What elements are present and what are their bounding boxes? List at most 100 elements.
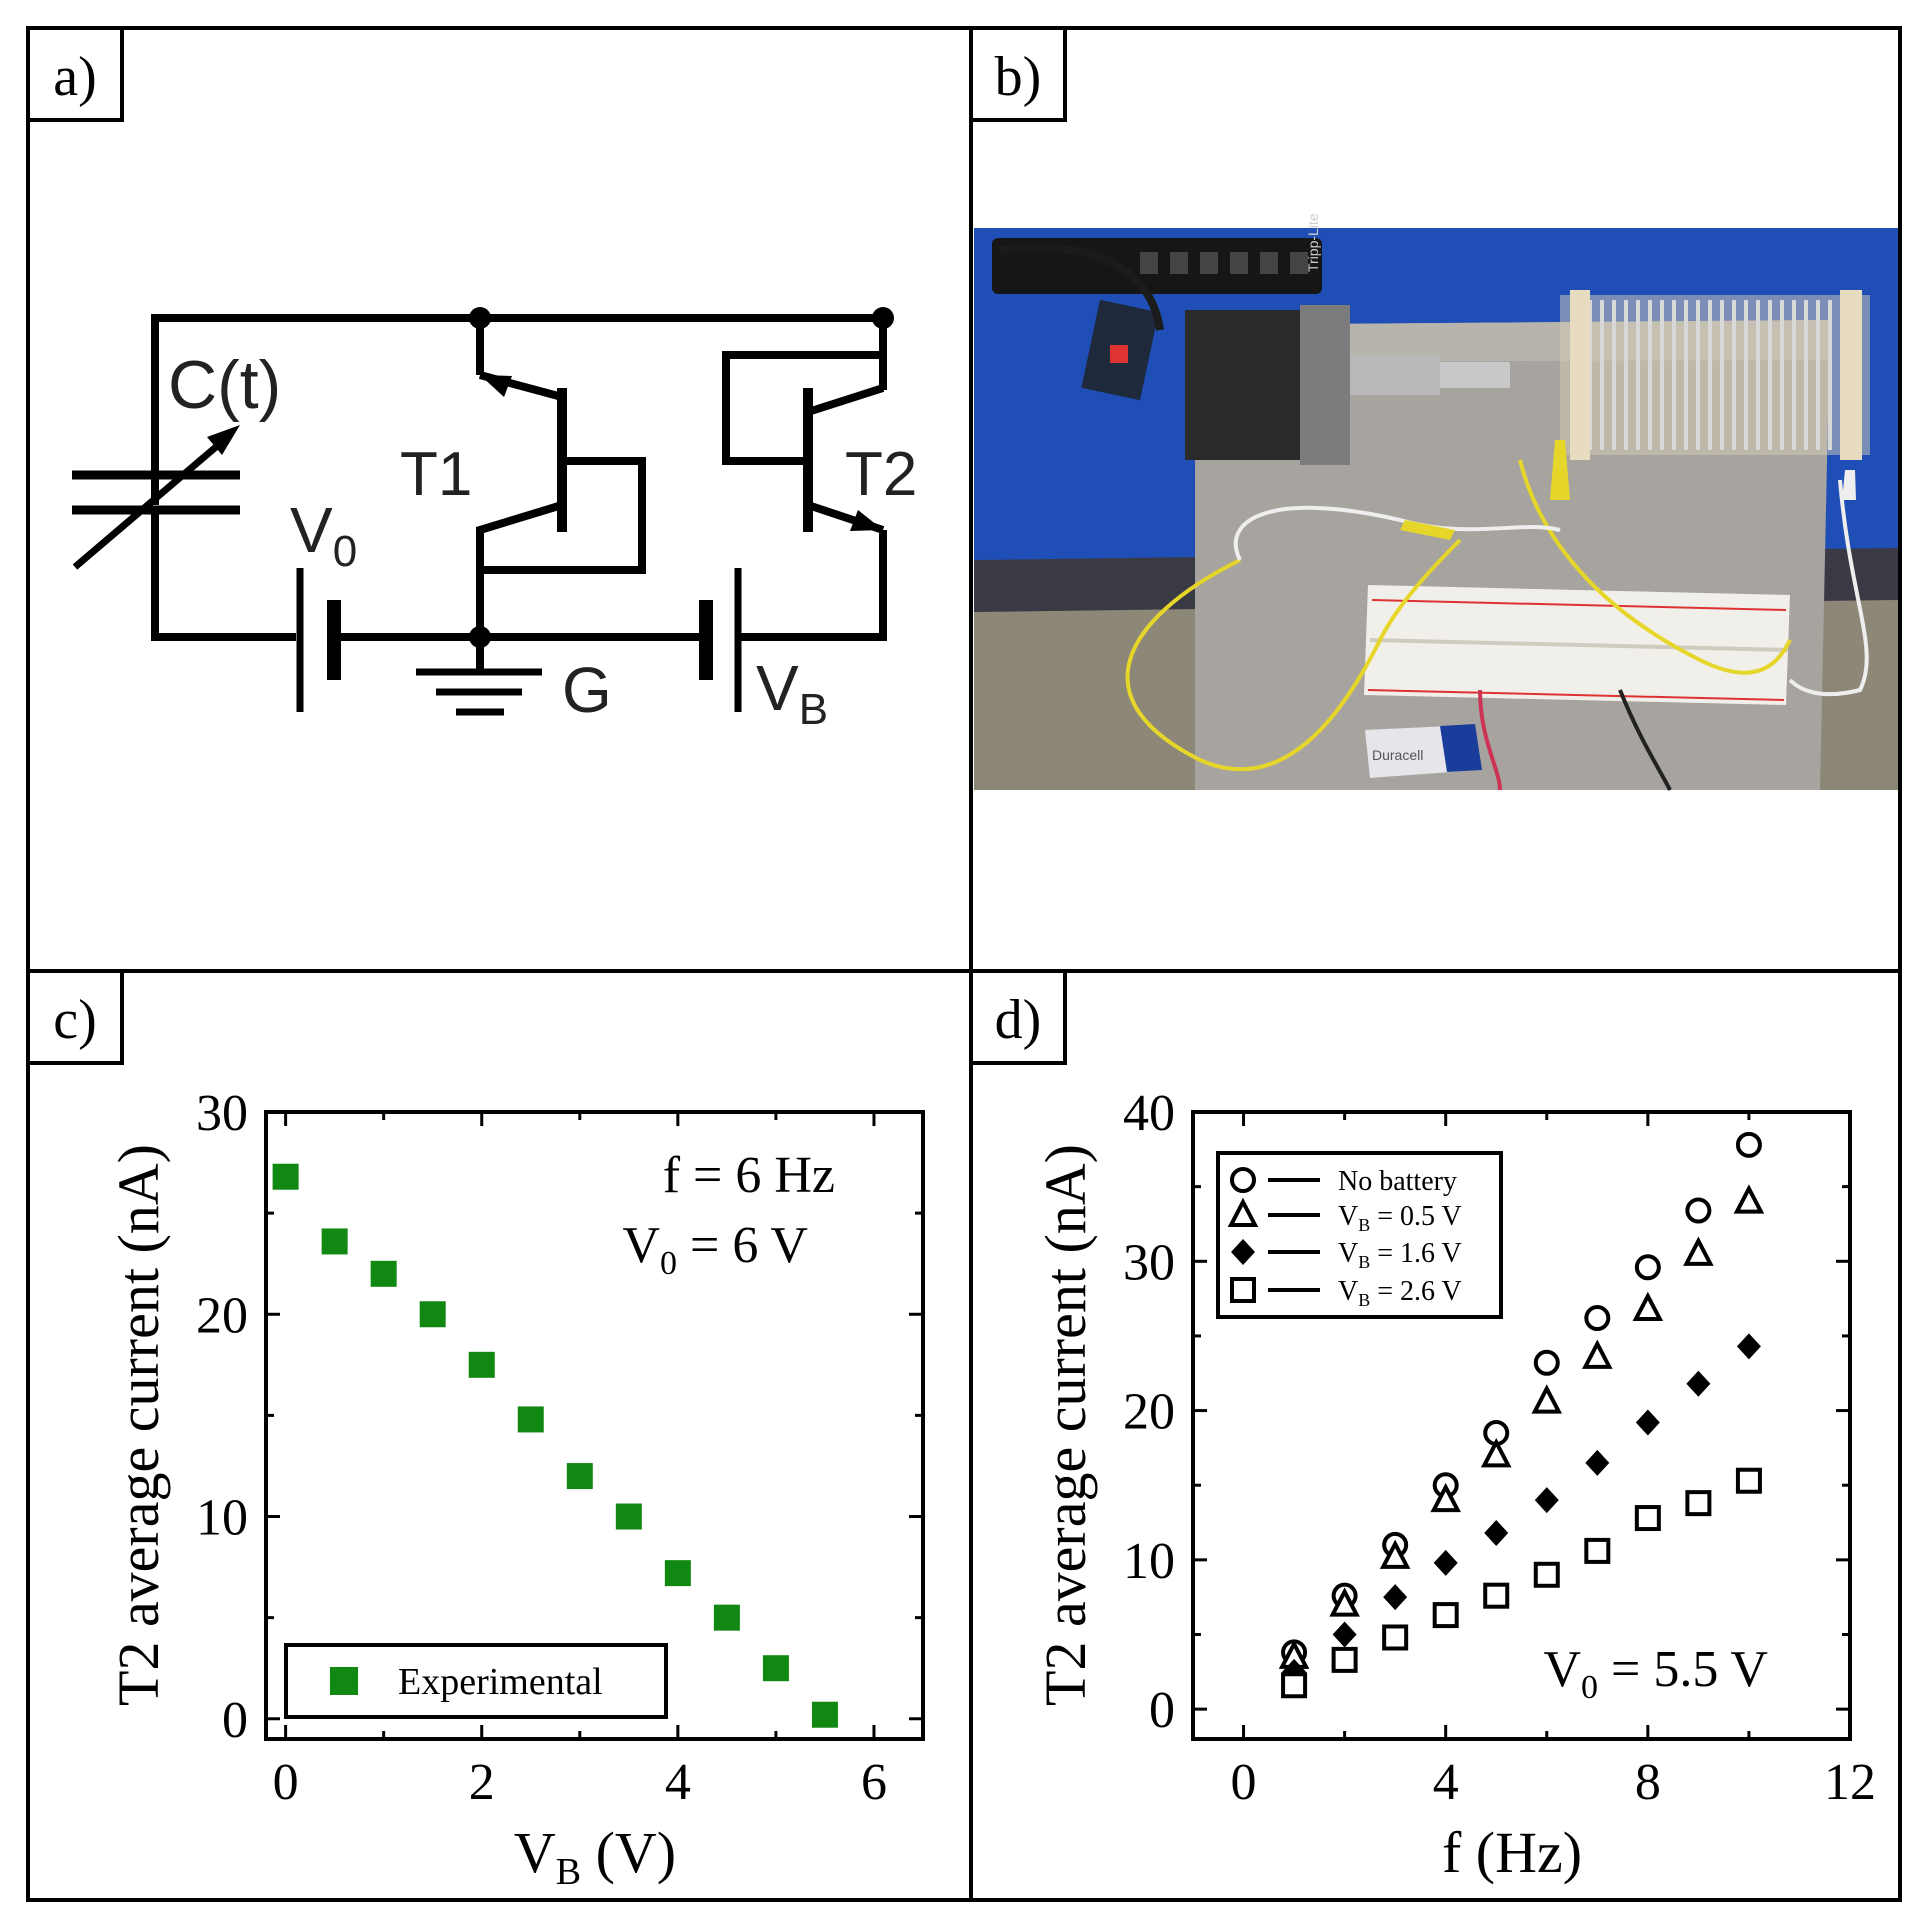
- series-3: [1281, 1467, 1762, 1699]
- data-point: [1430, 1482, 1461, 1513]
- data-point: [272, 1163, 299, 1190]
- chart-d-plot-frame: [1191, 1110, 1852, 1741]
- panel-labels: a) b) c) d): [26, 26, 1067, 1065]
- y-tick-label: 0: [1149, 1682, 1175, 1739]
- series-1: [1278, 1184, 1765, 1669]
- data-point: [1533, 1349, 1560, 1376]
- legend-marker-0: [1230, 1167, 1256, 1193]
- data-point: [762, 1655, 789, 1682]
- panel-d-label: d): [995, 989, 1042, 1051]
- data-point: [1281, 1672, 1308, 1699]
- data-point: [1483, 1582, 1510, 1609]
- data-point: [370, 1260, 397, 1287]
- x-tick-label: 0: [1231, 1754, 1257, 1811]
- chart-c-plot-frame: [264, 1110, 925, 1741]
- chart-d-xlabel: f (Hz): [1442, 1820, 1582, 1885]
- data-point: [1433, 1549, 1458, 1576]
- chart-c-legend: Experimental: [284, 1643, 668, 1719]
- data-point: [1382, 1624, 1409, 1651]
- data-point: [1735, 1467, 1762, 1494]
- x-tick-label: 2: [469, 1754, 495, 1811]
- panel-frames: [26, 26, 1902, 1902]
- data-point: [321, 1228, 348, 1255]
- circuit-diagram: [72, 314, 887, 716]
- data-point: [1531, 1384, 1563, 1414]
- chart-c-legend-marker: [330, 1667, 358, 1695]
- chart-d-legend-label-no-battery: No battery: [1338, 1166, 1457, 1197]
- capacitor-variable-arrow: [72, 432, 233, 570]
- data-point: [1484, 1519, 1509, 1546]
- data-point: [1332, 1621, 1357, 1648]
- y-tick-label: 10: [1123, 1533, 1175, 1590]
- y-tick-label: 40: [1123, 1085, 1175, 1142]
- circuit-junctions: [469, 307, 894, 648]
- chart-d-legend-label-vb-2-6: VB = 2.6 V: [1338, 1276, 1462, 1310]
- legend-marker-3: [1230, 1277, 1256, 1303]
- x-tick-label: 8: [1635, 1754, 1661, 1811]
- data-point: [1585, 1449, 1610, 1476]
- data-point: [1432, 1602, 1459, 1629]
- data-point: [1632, 1291, 1664, 1322]
- y-tick-label: 0: [222, 1692, 248, 1749]
- circuit-labels: C(t) T1 T2 V0 G VB: [168, 347, 917, 734]
- chart-c-annotation-v0: V0 = 6 V: [622, 1217, 808, 1282]
- chart-d-legend-lines: [1268, 1178, 1320, 1292]
- x-tick-label: 0: [273, 1754, 299, 1811]
- y-tick-label: 30: [196, 1085, 248, 1142]
- x-tick-label: 4: [665, 1754, 691, 1811]
- data-point: [1379, 1539, 1411, 1569]
- chart-d-legend-label-vb-0-5: VB = 0.5 V: [1338, 1201, 1462, 1235]
- legend-marker-2: [1231, 1239, 1255, 1265]
- data-point: [1480, 1438, 1512, 1468]
- chart-d-legend-label-vb-1-6: VB = 1.6 V: [1338, 1238, 1462, 1272]
- data-point: [1685, 1197, 1712, 1224]
- t1-label: T1: [400, 440, 472, 509]
- chart-d-legend-markers: [1227, 1167, 1259, 1303]
- legend-marker-1: [1227, 1197, 1259, 1227]
- data-point: [1584, 1537, 1611, 1564]
- chart-c-markers: [272, 1163, 838, 1728]
- data-point: [1635, 1409, 1660, 1436]
- data-point: [1685, 1490, 1712, 1517]
- capacitor-label: C(t): [168, 347, 281, 423]
- panel-d-frame: [969, 969, 1902, 1902]
- data-point: [1383, 1584, 1408, 1611]
- v0-label: V0: [290, 494, 357, 576]
- chart-d-markers: [1278, 1131, 1765, 1699]
- panel-a-label: a): [53, 46, 97, 108]
- ground-label: G: [562, 654, 612, 726]
- chart-c-annotation-f: f = 6 Hz: [663, 1147, 835, 1204]
- capacitor-arrowhead: [207, 425, 240, 455]
- data-point: [1582, 1339, 1613, 1369]
- y-tick-label: 20: [1123, 1384, 1175, 1441]
- panel-b-label: b): [995, 46, 1042, 108]
- battery-text: Duracell: [1372, 747, 1423, 763]
- t2-label: T2: [845, 440, 917, 509]
- chart-d-annotation: V0 = 5.5 V: [1543, 1641, 1768, 1706]
- series-0: [272, 1163, 838, 1728]
- data-point: [1686, 1370, 1711, 1397]
- y-tick-label: 10: [196, 1490, 248, 1547]
- chart-c-xlabel: VB (V): [514, 1820, 676, 1893]
- apparatus-photo: Tripp-Lite: [974, 213, 1898, 791]
- chart-d-legend: No battery VB = 0.5 V VB = 1.6 V VB = 2.…: [1216, 1151, 1503, 1319]
- t1-emitter-arrowhead: [480, 375, 512, 397]
- data-point: [468, 1351, 495, 1378]
- data-point: [1634, 1505, 1661, 1532]
- variable-capacitor-frame: [1560, 295, 1870, 455]
- data-point: [1683, 1236, 1714, 1266]
- data-point: [1534, 1487, 1559, 1514]
- panel-c-label: c): [53, 989, 97, 1051]
- chart-c-legend-label: Experimental: [398, 1661, 603, 1703]
- data-point: [615, 1503, 642, 1530]
- chart-c-ylabel: T2 average current (nA): [106, 1144, 171, 1706]
- data-point: [566, 1463, 593, 1490]
- x-tick-label: 12: [1824, 1754, 1876, 1811]
- data-point: [1329, 1587, 1360, 1617]
- chart-d-ylabel: T2 average current (nA): [1033, 1144, 1098, 1706]
- vb-label: VB: [756, 652, 828, 734]
